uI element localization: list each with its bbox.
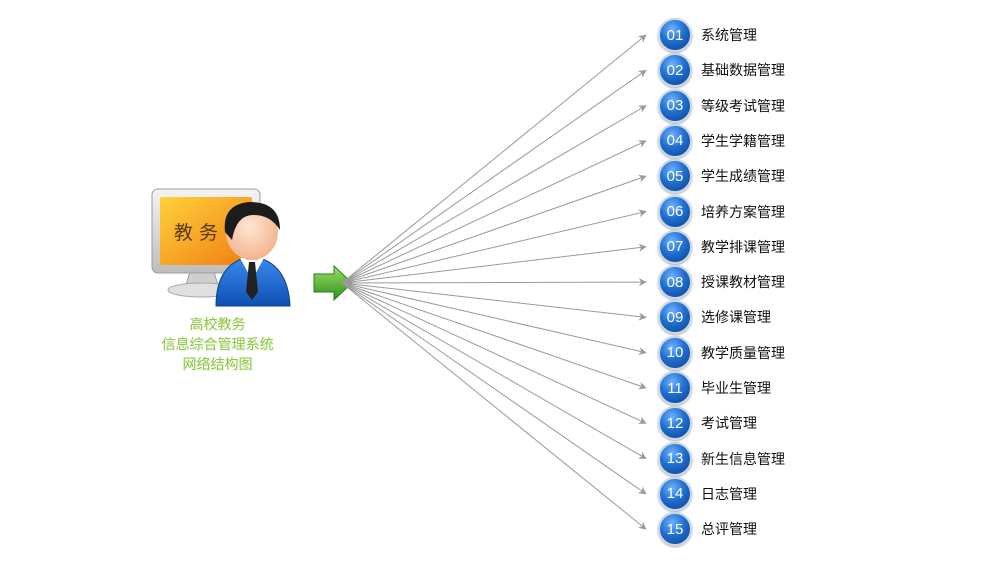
number-badge: 14 — [658, 476, 692, 511]
module-item: 14 日志管理 — [658, 476, 757, 511]
number-badge: 10 — [658, 335, 692, 370]
number-badge: 03 — [658, 88, 692, 123]
screen-text: 教 务 — [174, 222, 218, 244]
connector-arrow — [341, 243, 647, 284]
diagram-caption: 高校教务 信息综合管理系统 网络结构图 — [140, 315, 295, 375]
number-badge: 12 — [658, 406, 692, 441]
module-item: 12 考试管理 — [658, 406, 757, 441]
module-label: 培养方案管理 — [701, 204, 785, 221]
module-item: 11 毕业生管理 — [658, 371, 771, 405]
connector-arrow — [341, 278, 647, 287]
caption-line: 网络结构图 — [182, 357, 253, 373]
connector-arrow — [341, 282, 647, 390]
module-label: 授课教材管理 — [701, 275, 785, 292]
module-item: 10 教学质量管理 — [658, 335, 785, 370]
module-label: 系统管理 — [701, 28, 757, 44]
number-badge: 01 — [658, 18, 692, 52]
caption-line: 信息综合管理系统 — [161, 337, 274, 353]
module-item: 01 系统管理 — [658, 18, 757, 52]
module-item: 07 教学排课管理 — [658, 229, 785, 264]
connector-arrow — [341, 105, 647, 284]
number-badge: 02 — [658, 53, 692, 88]
module-item: 13 新生信息管理 — [658, 441, 785, 476]
number-badge: 15 — [658, 512, 692, 547]
connector-arrow — [341, 282, 647, 530]
module-item: 15 总评管理 — [658, 512, 757, 547]
number-badge: 07 — [658, 229, 692, 264]
module-label: 毕业生管理 — [701, 381, 771, 397]
module-item: 03 等级考试管理 — [658, 88, 785, 123]
number-badge: 08 — [658, 265, 692, 300]
number-badge: 04 — [658, 123, 692, 158]
connector-arrow — [341, 69, 647, 284]
number-badge: 05 — [658, 159, 692, 194]
module-label: 基础数据管理 — [701, 63, 785, 80]
module-label: 学生成绩管理 — [701, 169, 785, 186]
person-icon — [215, 202, 291, 307]
module-item: 06 培养方案管理 — [658, 194, 785, 229]
module-item: 02 基础数据管理 — [658, 53, 785, 88]
module-label: 教学排课管理 — [701, 239, 785, 256]
module-item: 09 选修课管理 — [658, 300, 771, 335]
green-arrow-icon — [313, 264, 353, 302]
number-badge: 06 — [658, 194, 692, 229]
number-badge: 09 — [658, 300, 692, 335]
connector-arrow — [341, 282, 647, 460]
connector-arrow — [341, 282, 647, 321]
module-item: 04 学生学籍管理 — [658, 123, 785, 158]
module-label: 学生学籍管理 — [701, 133, 785, 150]
module-label: 新生信息管理 — [701, 451, 785, 468]
connector-arrow — [341, 282, 647, 495]
module-label: 等级考试管理 — [701, 98, 785, 115]
connector-arrow — [341, 174, 647, 284]
module-label: 选修课管理 — [701, 310, 771, 327]
connector-arrow — [341, 282, 647, 355]
module-item: 05 学生成绩管理 — [658, 159, 785, 194]
connector-arrow — [341, 34, 647, 284]
module-label: 日志管理 — [701, 486, 757, 503]
connector-arrow — [341, 282, 647, 424]
number-badge: 11 — [658, 371, 692, 405]
module-label: 考试管理 — [701, 416, 757, 433]
caption-line: 高校教务 — [189, 317, 246, 333]
module-label: 教学质量管理 — [701, 345, 785, 362]
connector-arrow — [341, 209, 647, 284]
module-label: 总评管理 — [701, 522, 757, 539]
connector-lines — [341, 34, 647, 530]
number-badge: 13 — [658, 441, 692, 476]
connector-arrow — [341, 140, 647, 284]
module-item: 08 授课教材管理 — [658, 265, 785, 300]
